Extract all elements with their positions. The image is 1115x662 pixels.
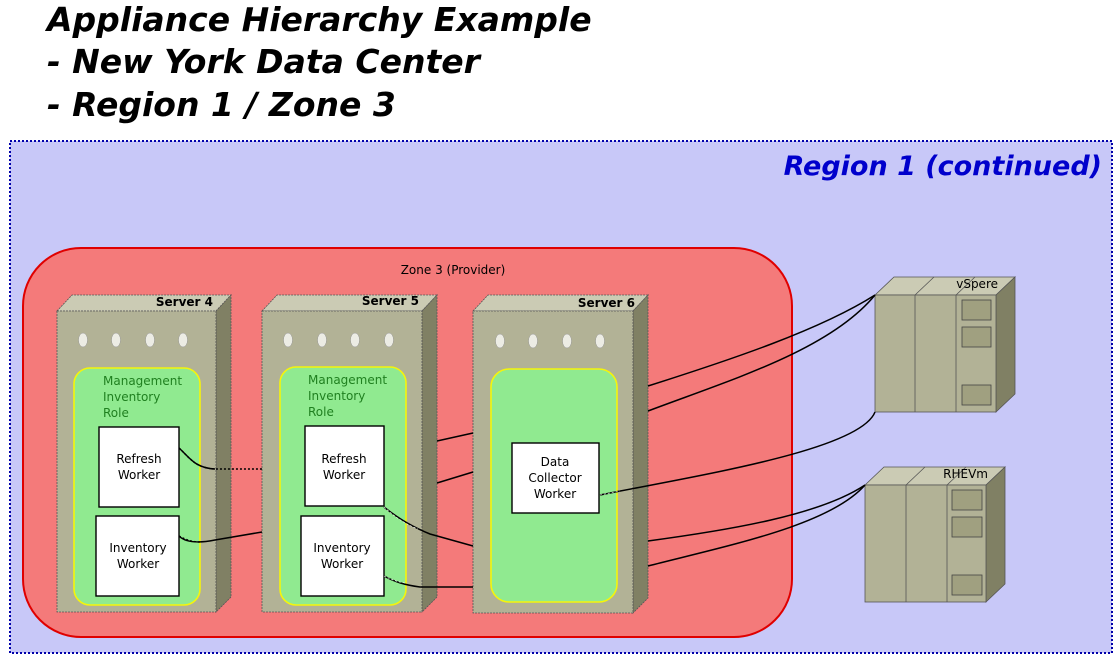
worker-label-line: Refresh (116, 452, 161, 466)
server-led (178, 332, 188, 348)
provider-drive-bay (951, 489, 983, 511)
worker-label-line: Inventory (313, 541, 370, 555)
connector (647, 484, 866, 542)
connector (383, 506, 419, 530)
role-label-line: Role (103, 406, 129, 420)
connector (599, 411, 876, 496)
provider-side (985, 466, 1006, 603)
worker-label-line: Inventory (109, 541, 166, 555)
connector (178, 531, 263, 543)
provider-vspere-label: vSpere (956, 277, 998, 291)
provider-drive-bay (961, 299, 992, 321)
provider-side (995, 276, 1016, 413)
inventory-worker-box (300, 515, 385, 597)
connector (647, 294, 876, 387)
server-6-side (632, 293, 649, 614)
connector (383, 575, 473, 588)
role-label-line: Inventory (103, 390, 160, 404)
data-collector-worker-box (511, 442, 600, 514)
server-5-side (421, 293, 438, 613)
title-line-3: - Region 1 / Zone 3 (47, 85, 396, 124)
region-label: Region 1 (continued) (784, 151, 1102, 182)
server-led (317, 332, 327, 348)
connector (178, 447, 216, 470)
worker-label-line: Worker (534, 487, 576, 501)
connector (178, 535, 201, 543)
server-5: Server 5 Management Inventory Role Refre… (261, 293, 438, 613)
server-led (111, 332, 121, 348)
worker-label-line: Data (541, 455, 570, 469)
connectors (178, 294, 876, 588)
role-label-line: Role (308, 405, 334, 419)
worker-label-line: Worker (321, 557, 363, 571)
connector (599, 490, 621, 496)
server-5-label: Server 5 (362, 294, 419, 308)
server-led (145, 332, 155, 348)
server-led (350, 332, 360, 348)
title-line-1: Appliance Hierarchy Example (47, 0, 592, 39)
refresh-worker-box (98, 426, 180, 508)
server-led (562, 333, 572, 349)
server-6: Server 6 Data Collector Worker (472, 293, 649, 614)
server-4-side (215, 293, 232, 613)
server-4: Server 4 Management Inventory Role Refre… (56, 293, 232, 613)
connector (647, 484, 866, 567)
worker-label-line: Worker (118, 468, 160, 482)
provider-drive-bay (951, 516, 983, 538)
server-led (528, 333, 538, 349)
role-label-line: Management (103, 374, 182, 388)
worker-label-line: Worker (117, 557, 159, 571)
provider-drive-bay (951, 574, 983, 596)
server-led (78, 332, 88, 348)
server-4-label: Server 4 (156, 295, 213, 309)
refresh-worker-box (304, 425, 385, 507)
connector (383, 575, 406, 584)
provider-drive-bay (961, 384, 992, 406)
zone-label: Zone 3 (Provider) (401, 263, 506, 277)
provider-drive-bay (961, 326, 992, 348)
connector (383, 506, 474, 547)
connector (647, 294, 876, 412)
inventory-worker-box (95, 515, 180, 597)
role-label-line: Inventory (308, 389, 365, 403)
server-6-label: Server 6 (578, 296, 635, 310)
connector (436, 432, 474, 442)
connector (436, 471, 474, 484)
role-label-line: Management (308, 373, 387, 387)
server-led (495, 333, 505, 349)
provider-rhevm-label: RHEVm (943, 467, 988, 481)
server-led (595, 333, 605, 349)
worker-label-line: Worker (323, 468, 365, 482)
server-led (384, 332, 394, 348)
title-line-2: - New York Data Center (47, 42, 480, 81)
provider-rhevm: RHEVm (863, 466, 1007, 603)
worker-label-line: Refresh (321, 452, 366, 466)
provider-vspere: vSpere (873, 276, 1017, 413)
worker-label-line: Collector (528, 471, 581, 485)
server-led (283, 332, 293, 348)
